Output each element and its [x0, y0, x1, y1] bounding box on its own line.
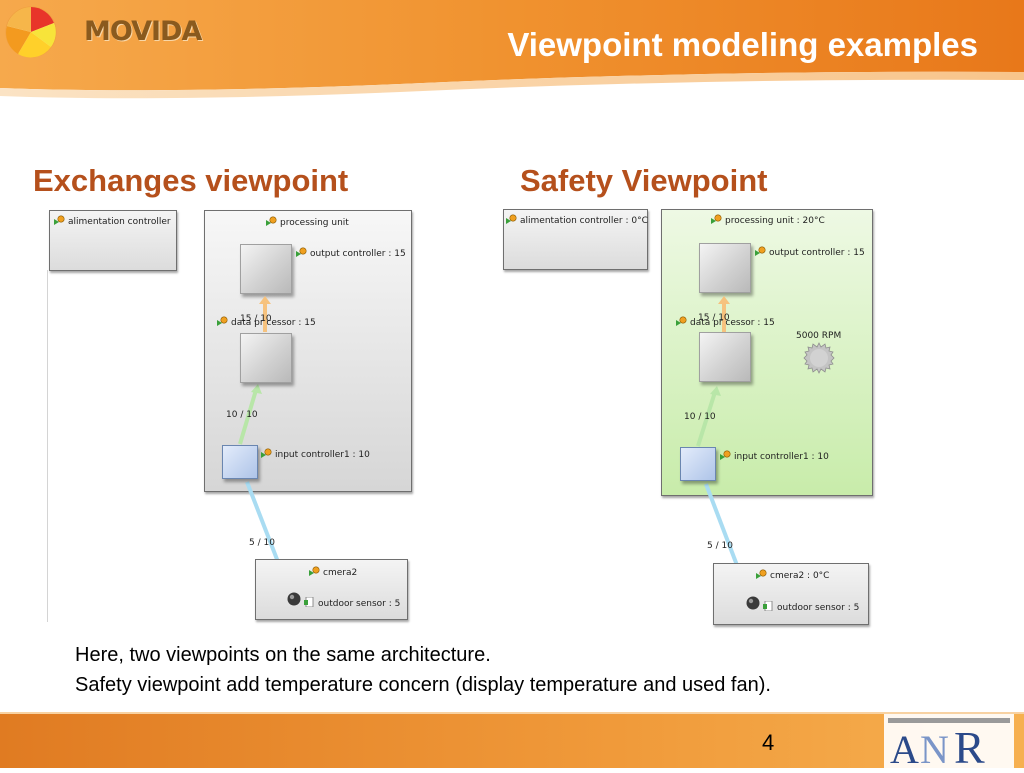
svg-text:N: N: [920, 727, 949, 768]
outdoor-sensor-text: outdoor sensor : 5: [318, 599, 401, 609]
document-icon: [763, 600, 774, 612]
camera-label: cmera2 : 0°C: [756, 569, 829, 582]
fan-icon: [803, 342, 835, 374]
data-processor-text: data pr cessor : 15: [690, 318, 775, 328]
component-icon: [506, 214, 517, 224]
input-controller-text: input controller1 : 10: [275, 450, 370, 460]
alimentation-controller-text: alimentation controller: [68, 217, 171, 227]
input-controller-component[interactable]: [222, 445, 258, 479]
movida-brand-text: MOVIDA: [84, 16, 202, 47]
alimentation-controller-box[interactable]: [503, 209, 648, 270]
document-icon: [304, 596, 315, 608]
output-controller-label: output controller : 15: [296, 247, 406, 260]
caption-line-1: Here, two viewpoints on the same archite…: [75, 644, 491, 666]
header-background: [0, 0, 1024, 99]
component-icon: [720, 450, 731, 460]
output-controller-text: output controller : 15: [769, 248, 865, 258]
component-icon: [261, 448, 272, 458]
flow-label-bottom: 5 / 10: [707, 541, 733, 551]
flow-label-top: 15 / 10: [240, 314, 272, 324]
output-controller-label: output controller : 15: [755, 246, 865, 259]
diagram-edge: [47, 270, 48, 622]
alimentation-controller-label: alimentation controller: [54, 215, 171, 228]
slide-title: Viewpoint modeling examples: [507, 26, 978, 63]
page-number: 4: [762, 730, 775, 755]
component-icon: [711, 214, 722, 224]
header-banner: MOVIDA Viewpoint modeling examples: [0, 0, 1024, 100]
alimentation-controller-label: alimentation controller : 0°C: [506, 214, 648, 227]
sensor-port-icon: [287, 592, 301, 606]
data-processor-component[interactable]: [699, 332, 751, 382]
camera-label: cmera2: [309, 566, 357, 579]
component-icon: [217, 316, 228, 326]
camera-box[interactable]: [713, 563, 869, 625]
data-processor-label: data pr cessor : 15: [676, 316, 775, 329]
input-controller-label: input controller1 : 10: [720, 450, 829, 463]
flow-label-bottom: 5 / 10: [249, 538, 275, 548]
anr-logo: A N R: [884, 714, 1014, 768]
processing-unit-text: processing unit: [280, 218, 349, 228]
outdoor-sensor-text: outdoor sensor : 5: [777, 603, 860, 613]
outdoor-sensor-label: outdoor sensor : 5: [304, 596, 401, 610]
alimentation-controller-box[interactable]: [49, 210, 177, 271]
component-icon: [296, 247, 307, 257]
camera-box[interactable]: [255, 559, 408, 620]
svg-text:A: A: [890, 727, 919, 768]
safety-heading: Safety Viewpoint: [520, 163, 768, 198]
processing-unit-text: processing unit : 20°C: [725, 216, 825, 226]
alimentation-controller-text: alimentation controller : 0°C: [520, 216, 648, 226]
processing-unit-label: processing unit : 20°C: [711, 214, 825, 227]
component-icon: [266, 216, 277, 226]
component-icon: [755, 246, 766, 256]
output-controller-component[interactable]: [699, 243, 751, 293]
input-controller-label: input controller1 : 10: [261, 448, 370, 461]
flow-label-top: 15 / 10: [698, 313, 730, 323]
data-processor-label: data pr cessor : 15: [217, 316, 316, 329]
component-icon: [309, 566, 320, 576]
footer-background: [0, 712, 1024, 768]
footer-banner: [0, 712, 1024, 768]
output-controller-text: output controller : 15: [310, 249, 406, 259]
output-controller-component[interactable]: [240, 244, 292, 294]
sensor-port-icon: [746, 596, 760, 610]
flow-label-mid: 10 / 10: [684, 412, 716, 422]
camera-text: cmera2 : 0°C: [770, 571, 830, 581]
data-processor-text: data pr cessor : 15: [231, 318, 316, 328]
input-controller-component[interactable]: [680, 447, 716, 481]
component-icon: [676, 316, 687, 326]
flow-label-mid: 10 / 10: [226, 410, 258, 420]
component-icon: [756, 569, 767, 579]
camera-text: cmera2: [323, 568, 358, 578]
component-icon: [54, 215, 65, 225]
outdoor-sensor-label: outdoor sensor : 5: [763, 600, 860, 614]
svg-text:R: R: [954, 722, 985, 768]
data-processor-component[interactable]: [240, 333, 292, 383]
fan-speed-label: 5000 RPM: [796, 331, 842, 341]
exchanges-heading: Exchanges viewpoint: [33, 163, 349, 198]
caption-line-2: Safety viewpoint add temperature concern…: [75, 674, 771, 696]
movida-logo-icon: [5, 6, 57, 58]
input-controller-text: input controller1 : 10: [734, 452, 829, 462]
processing-unit-label: processing unit: [266, 216, 349, 229]
